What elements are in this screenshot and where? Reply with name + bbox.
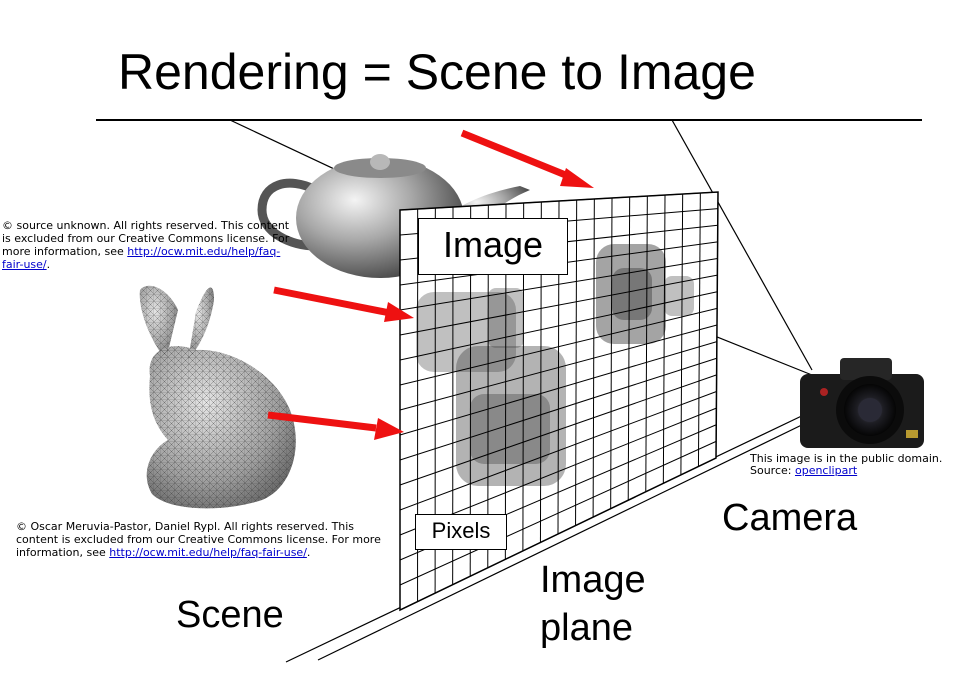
camera-credit: This image is in the public domain. Sour…: [750, 453, 960, 477]
camera-label: Camera: [722, 497, 858, 539]
grid-row-line: [399, 191, 719, 211]
camera-credit-link[interactable]: openclipart: [794, 464, 858, 477]
scene-label: Scene: [176, 594, 284, 636]
image-plane-label-line1: Image: [540, 559, 646, 601]
grid-row-line: [399, 341, 718, 436]
camera-credit-line: This image is in the public domain.: [750, 452, 943, 465]
grid-row-line: [399, 274, 718, 336]
grid-row-line: [399, 291, 718, 361]
teapot-credit-text: © source unknown. All rights reserved. T…: [2, 219, 290, 258]
bunny-credit-text: © Oscar Meruvia-Pastor, Daniel Rypl. All…: [16, 520, 381, 559]
camera-object: [800, 358, 924, 448]
teapot-credit-link[interactable]: http://ocw.mit.edu/help/faq-fair-use/: [2, 245, 281, 271]
image-plane-label-line2: plane: [540, 607, 633, 649]
camera-credit-source-prefix: Source:: [750, 464, 795, 477]
bunny-credit: © Oscar Meruvia-Pastor, Daniel Rypl. All…: [16, 520, 386, 559]
pixels-label-box: Pixels: [415, 514, 507, 550]
image-label-box: Image: [418, 218, 568, 275]
image-plane-label: Image plane: [540, 556, 646, 652]
grid-row-line: [399, 407, 717, 536]
page-title: Rendering = Scene to Image: [118, 44, 756, 100]
bunny-object: [139, 285, 296, 509]
grid-row-line: [399, 440, 717, 586]
bunny-credit-link[interactable]: http://ocw.mit.edu/help/faq-fair-use/: [109, 546, 307, 559]
teapot-credit-tail: .: [46, 258, 51, 271]
grid-row-line: [399, 357, 717, 461]
grid-row-line: [399, 374, 717, 486]
pixel-blobs: [416, 244, 694, 486]
teapot-credit: © source unknown. All rights reserved. T…: [2, 219, 292, 271]
grid-row-line: [399, 307, 718, 386]
grid-row-line: [399, 457, 717, 611]
bunny-credit-tail: .: [306, 546, 311, 559]
grid-row-line: [399, 391, 717, 511]
grid-row-line: [399, 258, 718, 311]
image-plane: [399, 191, 719, 612]
grid-row-line: [399, 324, 718, 411]
ray-arrows: [267, 129, 594, 440]
